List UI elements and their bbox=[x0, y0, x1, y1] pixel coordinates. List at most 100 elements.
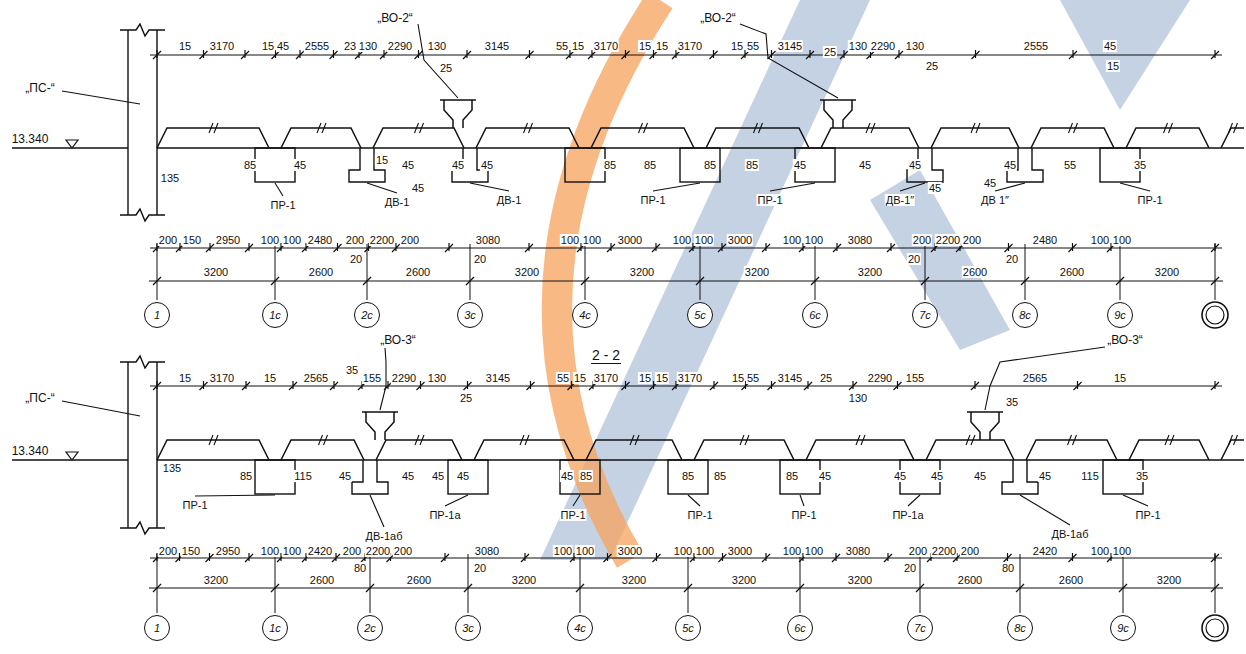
dimension-text: 3170 bbox=[677, 40, 703, 52]
dimension-tick bbox=[330, 381, 338, 390]
dimension-tick bbox=[916, 584, 924, 592]
dimension-line bbox=[150, 248, 1222, 249]
dimension-text: 15 bbox=[178, 372, 192, 384]
axis-label: 9с bbox=[1114, 310, 1126, 321]
part-label: ПР-1а bbox=[891, 509, 924, 521]
dimension-text: 45 bbox=[1003, 159, 1017, 171]
axis-label: 3с bbox=[462, 623, 474, 634]
axis-marker: 1с bbox=[262, 615, 288, 641]
dimension-text: 3000 bbox=[617, 234, 643, 246]
dimension-tick bbox=[884, 553, 892, 562]
dimension-text: 200 bbox=[342, 545, 362, 557]
slab-panel bbox=[1221, 440, 1244, 460]
dimension-text: 15 bbox=[375, 154, 389, 166]
axis-line bbox=[580, 554, 581, 613]
dimension-tick bbox=[581, 277, 589, 285]
dimension-text: 3170 bbox=[209, 372, 235, 384]
break-mark bbox=[1164, 123, 1173, 133]
dimension-text: 3080 bbox=[847, 234, 873, 246]
part-label: ДВ 1″ bbox=[980, 194, 1010, 206]
dimension-tick bbox=[894, 381, 902, 390]
leader-line bbox=[1120, 183, 1150, 191]
break-mark bbox=[1165, 435, 1174, 445]
part-label: ПР-1 bbox=[639, 194, 666, 206]
dimension-tick bbox=[521, 553, 529, 562]
axis-marker: 5с bbox=[675, 615, 701, 641]
dimension-tick bbox=[366, 584, 374, 592]
part-label: ДВ-1аб bbox=[1051, 528, 1090, 540]
slab-panel bbox=[1126, 128, 1209, 148]
axis-dimension: 3200 bbox=[511, 574, 537, 586]
dimension-text: 85 bbox=[579, 470, 593, 482]
dimension-text: 45 bbox=[560, 470, 574, 482]
axis-line bbox=[815, 244, 816, 300]
dimension-tick bbox=[417, 381, 425, 390]
dimension-text: 45 bbox=[411, 182, 425, 194]
dimension-text: 100 bbox=[782, 234, 802, 246]
dimension-text: 130 bbox=[427, 372, 447, 384]
dimension-text: 100 bbox=[582, 234, 602, 246]
beam-section bbox=[1002, 460, 1038, 494]
dimension-tick bbox=[153, 381, 161, 390]
dimension-text: 15 bbox=[638, 40, 652, 52]
axis-dimension: 3200 bbox=[514, 266, 540, 278]
dimension-text: 15 bbox=[263, 372, 277, 384]
part-label: ПР-1 bbox=[756, 194, 783, 206]
slab-panel bbox=[1129, 440, 1209, 460]
slab-panel bbox=[1221, 128, 1244, 148]
level-line bbox=[12, 459, 128, 460]
dimension-tick bbox=[466, 277, 474, 285]
dimension-tick bbox=[1211, 243, 1219, 252]
dimension-tick bbox=[464, 381, 472, 390]
axis-marker: 3с bbox=[455, 615, 481, 641]
dimension-text: 155 bbox=[905, 372, 925, 384]
dimension-text: 2290 bbox=[867, 372, 893, 384]
axis-label: 7с bbox=[919, 310, 931, 321]
dimension-text: 3000 bbox=[727, 234, 753, 246]
dimension-text: 45 bbox=[401, 159, 415, 171]
axis-label: 6с bbox=[809, 310, 821, 321]
wall-outline bbox=[120, 24, 165, 221]
vent-symbol bbox=[362, 412, 398, 440]
axis-marker: 2с bbox=[357, 615, 383, 641]
dimension-text: 85 bbox=[239, 470, 253, 482]
leader-line bbox=[1123, 495, 1148, 506]
dimension-text: 2200 bbox=[935, 234, 961, 246]
dimension-text: 115 bbox=[1080, 470, 1100, 482]
axis-line bbox=[1215, 244, 1216, 300]
beam-section bbox=[780, 460, 820, 494]
dimension-text: 23 bbox=[343, 40, 357, 52]
dimension-tick bbox=[849, 381, 857, 390]
axis-dimension: 3200 bbox=[847, 574, 873, 586]
axis-marker-end bbox=[1206, 619, 1224, 637]
dimension-line bbox=[149, 588, 1223, 589]
leader-line bbox=[770, 183, 815, 191]
axis-line bbox=[1120, 244, 1121, 300]
slab-panel bbox=[474, 440, 574, 460]
dimension-text: 2290 bbox=[870, 40, 896, 52]
vent-symbol bbox=[440, 100, 476, 128]
dimension-line bbox=[149, 281, 1223, 282]
dimension-text: 100 bbox=[1112, 545, 1132, 557]
axis-label: 1с bbox=[269, 310, 281, 321]
part-label: ПР-1 bbox=[790, 509, 817, 521]
axis-marker: 4с bbox=[567, 615, 593, 641]
dimension-text: 15 bbox=[730, 40, 744, 52]
dimension-tick bbox=[652, 243, 660, 252]
part-label: ДВ-1 bbox=[384, 196, 411, 208]
part-label: ДВ-1 bbox=[496, 194, 523, 206]
dimension-text: 20 bbox=[903, 562, 917, 574]
dimension-text: 130 bbox=[848, 392, 868, 404]
watermark-shape bbox=[540, 0, 870, 560]
dimension-text: 100 bbox=[695, 545, 715, 557]
axis-line bbox=[800, 554, 801, 613]
dimension-text: 100 bbox=[672, 234, 692, 246]
dimension-text: 55 bbox=[556, 372, 570, 384]
axis-label: 3с bbox=[464, 310, 476, 321]
leader-line bbox=[1020, 495, 1070, 525]
break-mark bbox=[966, 435, 975, 445]
axis-dimension: 3200 bbox=[629, 266, 655, 278]
axis-marker: 3с bbox=[457, 302, 483, 328]
axis-line bbox=[275, 244, 276, 300]
dimension-text: 150 bbox=[182, 234, 202, 246]
